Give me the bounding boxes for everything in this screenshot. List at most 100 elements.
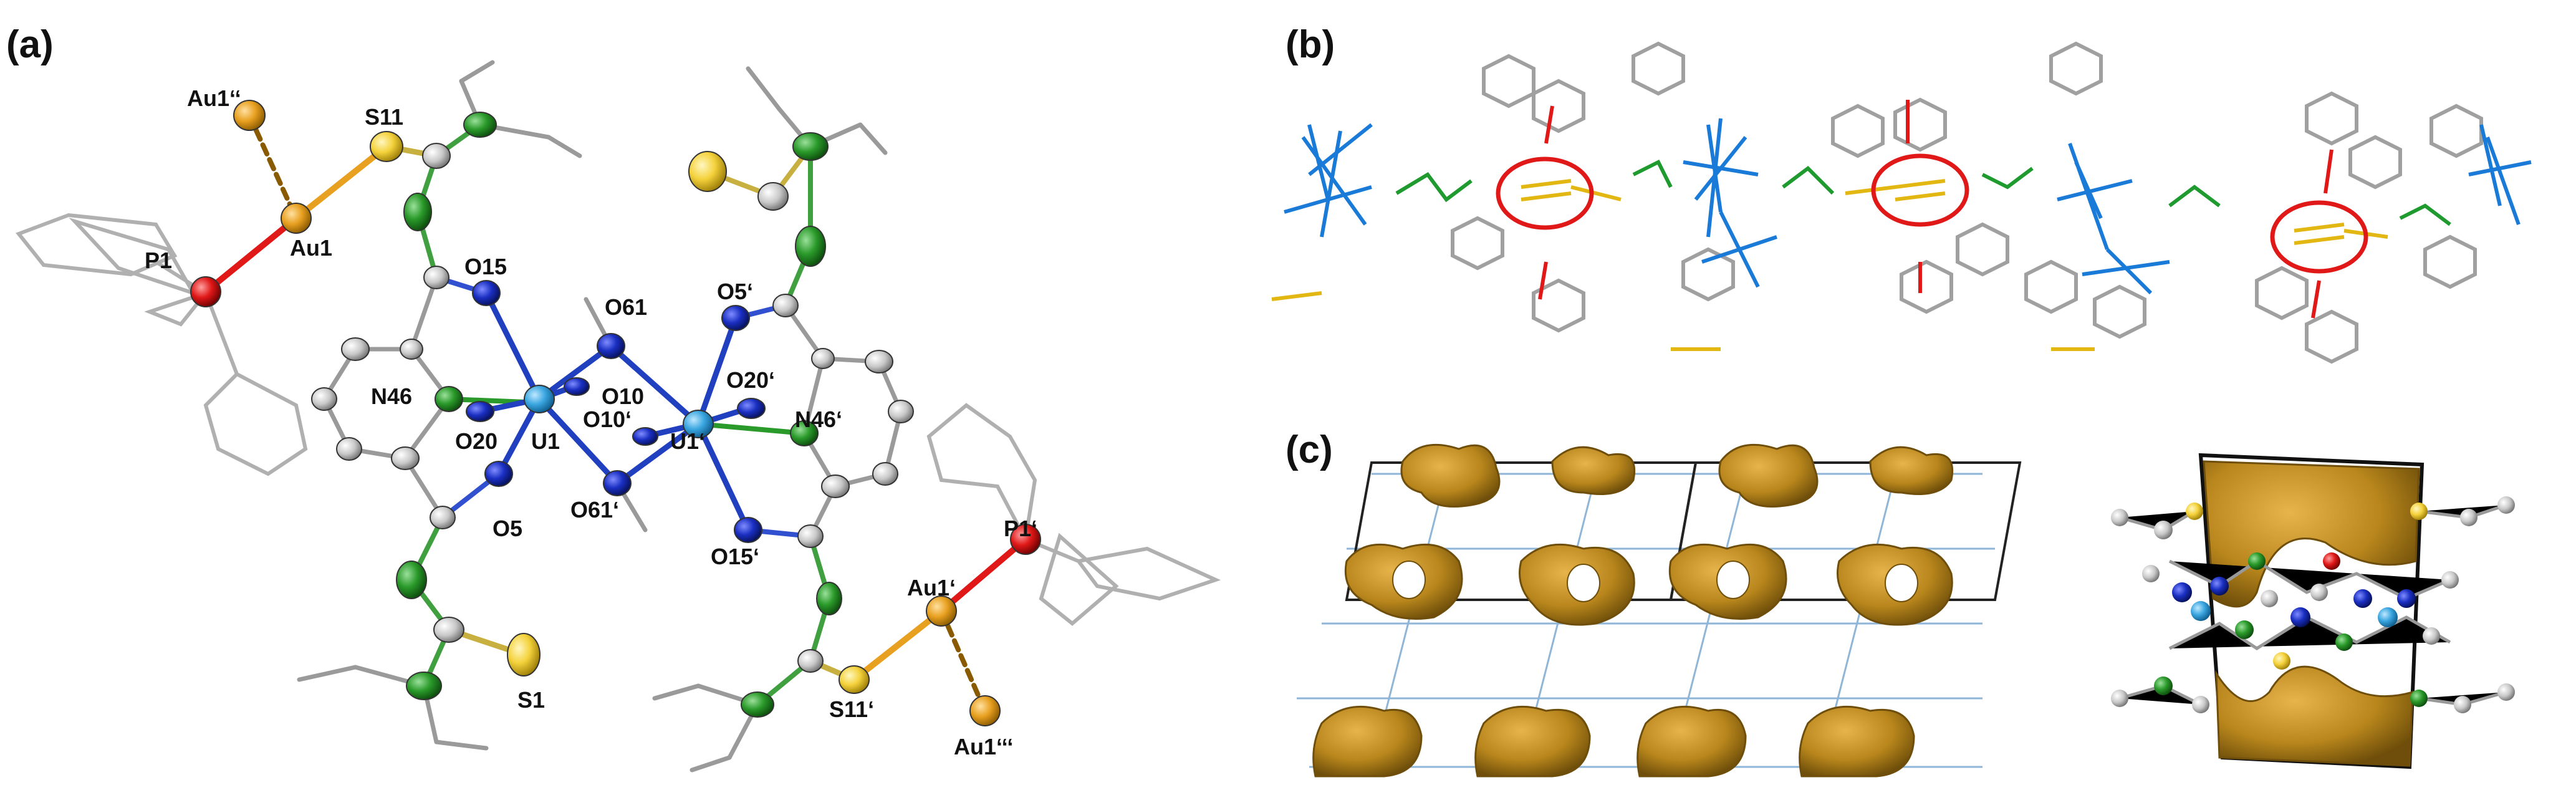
atom-s: [2273, 652, 2290, 670]
atom-u: [2191, 601, 2211, 621]
aurophilic-highlight: [1871, 153, 1969, 227]
atom-c: [2460, 509, 2477, 526]
atom-label: S1: [517, 687, 545, 713]
panel-a-atoms: [190, 100, 1041, 726]
atom-c: [2111, 690, 2128, 707]
atom-c: [311, 387, 337, 411]
atom-u: [2378, 607, 2398, 627]
atom-label: Au1‘‘‘: [954, 734, 1013, 759]
atom-c: [2454, 696, 2471, 713]
atom-p: [190, 276, 221, 307]
uranyl-units: [1284, 118, 2532, 295]
atom-label: O61: [605, 294, 647, 320]
atom-c: [2142, 565, 2160, 582]
atom-s: [370, 131, 403, 162]
atom-p: [2323, 552, 2340, 570]
atom-c: [336, 437, 362, 461]
atom-s: [839, 665, 870, 694]
atom-c: [2111, 509, 2128, 526]
atom-c: [400, 339, 423, 360]
atom-label: O10: [602, 383, 644, 409]
atom-c: [2423, 627, 2440, 645]
panel-b: (b): [1271, 23, 2532, 364]
atom-label: S11‘: [829, 696, 874, 722]
panel-a: (a): [6, 23, 1221, 773]
atom-label: Au1‘‘: [187, 85, 241, 111]
panel-c: (c): [1286, 428, 2515, 778]
atom-n: [2410, 690, 2428, 707]
void-surfaces: [1312, 443, 1954, 778]
packing-view: [1297, 443, 2022, 778]
atom-label: Au1‘: [907, 575, 956, 600]
atom-c: [2497, 683, 2515, 701]
atom-label: O15‘: [711, 544, 759, 569]
atom-o: [484, 461, 513, 487]
atom-u: [524, 385, 555, 413]
atom-label: O20‘: [726, 367, 775, 393]
atom-c: [423, 266, 449, 289]
atom-label: N46‘: [795, 407, 842, 432]
atom-label: P1‘: [1004, 516, 1037, 541]
atom-n: [435, 386, 463, 412]
atom-o: [2210, 577, 2229, 595]
atom-c: [341, 337, 370, 361]
atom-label: P1: [145, 248, 172, 273]
void-surface-bottom: [2215, 665, 2414, 767]
atom-c: [772, 294, 799, 317]
panel-a-atom-labels: Au1‘‘ S11 Au1 P1 O15 O61 O5‘ N46 O10 O20…: [145, 85, 1037, 759]
atom-label: O10‘: [583, 407, 632, 432]
atom-n: [2335, 633, 2353, 651]
atom-au: [281, 203, 312, 234]
atom-o: [2290, 607, 2310, 627]
atom-c: [422, 143, 451, 169]
atom-n: [2248, 552, 2266, 570]
atom-label: Au1: [290, 235, 332, 261]
atom-c: [2441, 571, 2459, 589]
atom-o: [564, 377, 590, 396]
atom-label: O5‘: [717, 279, 753, 304]
atom-c: [433, 617, 464, 643]
atom-label: O61‘: [570, 497, 619, 523]
atom-n: [790, 420, 819, 446]
atom-label: O20: [455, 428, 497, 454]
atom-au: [926, 595, 957, 627]
atom-o: [737, 398, 766, 419]
atom-n: [403, 193, 432, 231]
atom-label: U1: [531, 428, 560, 454]
atom-n: [406, 672, 442, 700]
atom-o: [466, 401, 494, 422]
atom-c: [2261, 590, 2278, 607]
atom-c: [430, 506, 456, 529]
chain-structure: [1271, 41, 2532, 364]
atom-label: U1‘: [670, 428, 705, 454]
atom-au: [969, 695, 1001, 726]
atom-n: [795, 226, 826, 267]
void-holes: [1392, 561, 1918, 602]
atom-c: [391, 446, 420, 470]
atom-n: [741, 691, 774, 718]
atom-s: [507, 633, 541, 677]
atom-n: [2154, 677, 2173, 695]
atom-c: [2192, 696, 2209, 713]
atom-c: [865, 350, 893, 373]
aurophilic-highlight: [1496, 157, 1594, 230]
atom-n: [463, 112, 497, 138]
atom-c: [821, 474, 850, 498]
atom-o: [2397, 589, 2416, 608]
phosphorus-bonds: [1538, 100, 2333, 319]
atom-s: [2410, 503, 2428, 520]
atom-s: [2186, 503, 2203, 520]
right-phosphine-ligand: [926, 403, 1221, 626]
atom-o: [734, 517, 762, 543]
panel-c-label: (c): [1286, 428, 1333, 471]
atom-c: [757, 182, 789, 211]
panel-b-label: (b): [1286, 23, 1335, 66]
atom-c: [797, 649, 824, 673]
atom-o: [2172, 582, 2192, 602]
panel-a-label: (a): [6, 23, 54, 66]
atom-o: [472, 280, 501, 306]
atom-label: N46: [371, 383, 412, 409]
atom-c: [811, 348, 835, 369]
atom-au: [233, 100, 266, 131]
